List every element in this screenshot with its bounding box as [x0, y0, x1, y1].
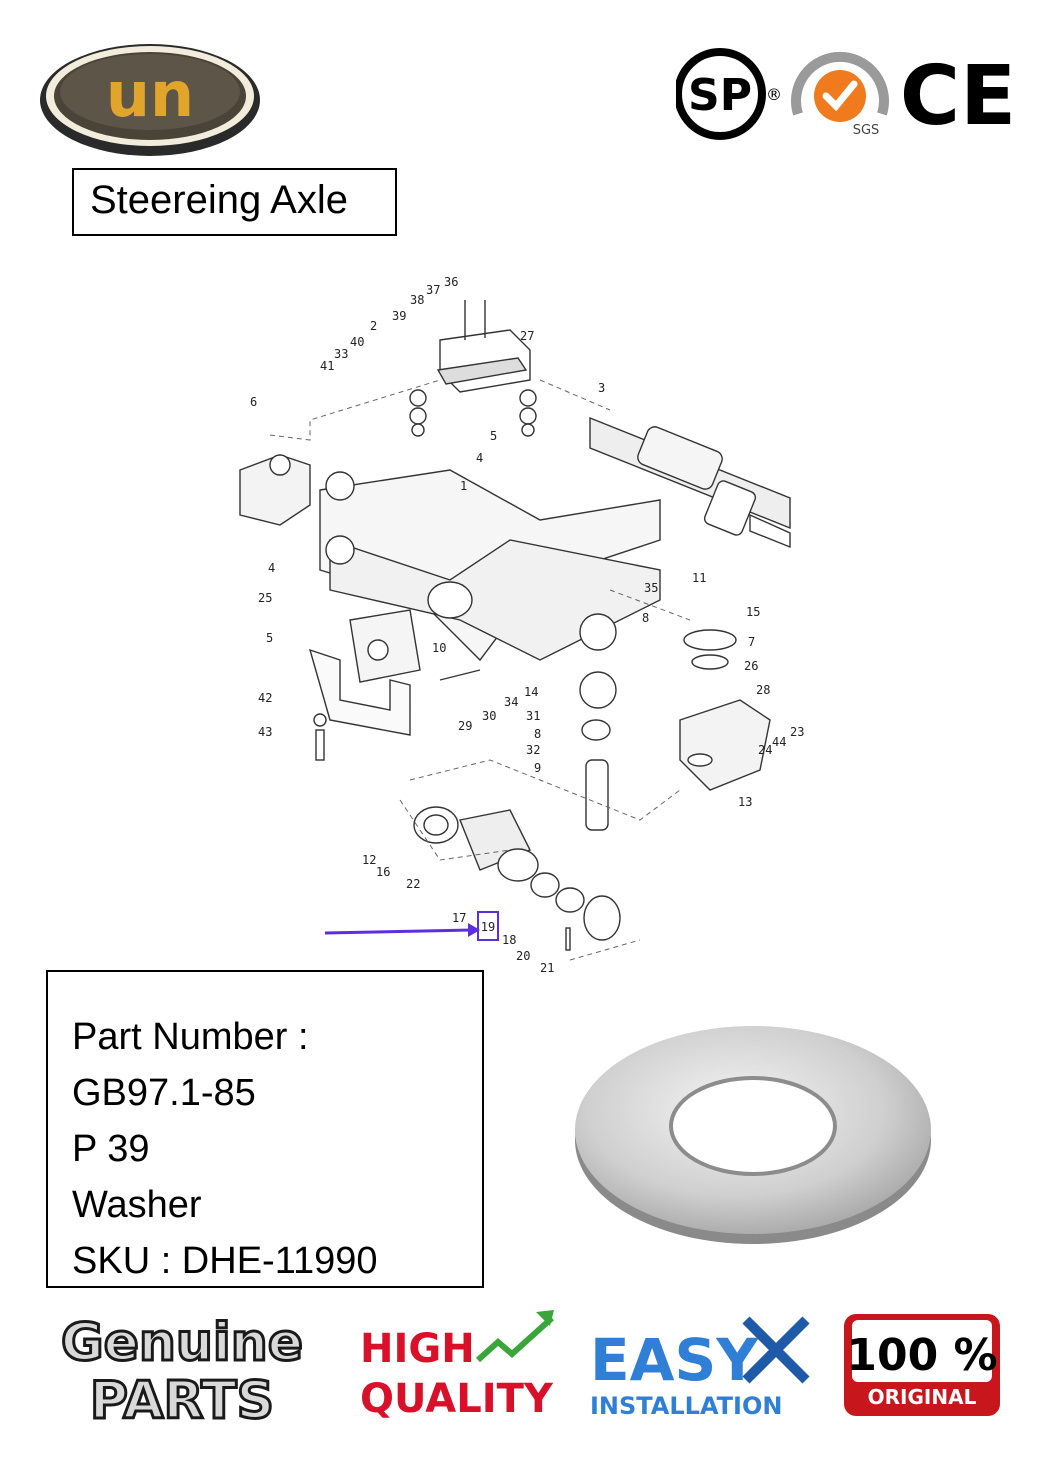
svg-text:26: 26: [744, 659, 758, 673]
svg-text:20: 20: [516, 949, 530, 963]
svg-text:39: 39: [392, 309, 406, 323]
svg-text:43: 43: [258, 725, 272, 739]
callout-arrow: [324, 928, 473, 935]
callout-number: 19: [481, 920, 495, 934]
easy-installation-badge: EASY INSTALLATION: [590, 1316, 810, 1420]
svg-text:16: 16: [376, 865, 390, 879]
svg-text:11: 11: [692, 571, 706, 585]
tools-icon: [742, 1316, 810, 1384]
csa-icon: SP: [676, 48, 766, 140]
logo-text: un: [106, 58, 194, 131]
svg-text:38: 38: [410, 293, 424, 307]
svg-text:17: 17: [452, 911, 466, 925]
svg-text:31: 31: [526, 709, 540, 723]
svg-text:SP: SP: [688, 70, 752, 121]
svg-text:14: 14: [524, 685, 538, 699]
part-info-box: Part Number : GB97.1-85 P 39 Washer SKU …: [46, 970, 484, 1288]
svg-text:28: 28: [756, 683, 770, 697]
certification-marks: SP ® SGS CE: [676, 48, 1012, 144]
svg-text:21: 21: [540, 961, 554, 975]
svg-text:ORIGINAL: ORIGINAL: [868, 1385, 977, 1409]
svg-text:SGS: SGS: [853, 123, 880, 138]
badges-row: Genuine PARTS HIGH QUALITY EASY INSTALLA…: [59, 1310, 1000, 1431]
svg-text:18: 18: [502, 933, 516, 947]
svg-text:8: 8: [534, 727, 541, 741]
trend-arrow-icon: [475, 1315, 555, 1363]
svg-text:PARTS: PARTS: [90, 1371, 274, 1430]
svg-text:25: 25: [258, 591, 272, 605]
part-number: GB97.1-85: [72, 1072, 256, 1114]
svg-text:32: 32: [526, 743, 540, 757]
arrow-head-icon: [468, 923, 480, 937]
svg-text:42: 42: [258, 691, 272, 705]
page-reference: P 39: [72, 1128, 150, 1170]
registered-mark: ®: [766, 85, 782, 104]
title-box: Steereing Axle: [72, 168, 397, 236]
svg-text:30: 30: [482, 709, 496, 723]
svg-text:QUALITY: QUALITY: [360, 1376, 554, 1422]
svg-text:34: 34: [504, 695, 518, 709]
svg-text:9: 9: [534, 761, 541, 775]
svg-text:29: 29: [458, 719, 472, 733]
svg-text:4: 4: [268, 561, 275, 575]
svg-text:40: 40: [350, 335, 364, 349]
svg-text:8: 8: [642, 611, 649, 625]
svg-text:100 %: 100 %: [846, 1330, 997, 1381]
genuine-parts-badge: Genuine PARTS: [59, 1312, 304, 1431]
svg-text:CE: CE: [900, 49, 1012, 144]
svg-text:37: 37: [426, 283, 440, 297]
ce-icon: CE: [900, 49, 1012, 144]
svg-text:EASY: EASY: [590, 1326, 759, 1394]
svg-text:5: 5: [490, 429, 497, 443]
svg-text:INSTALLATION: INSTALLATION: [590, 1392, 782, 1420]
part-number-label: Part Number :: [72, 1016, 309, 1058]
svg-text:4: 4: [476, 451, 483, 465]
original-badge: 100 % ORIGINAL: [844, 1314, 1000, 1416]
high-quality-badge: HIGH QUALITY: [360, 1310, 555, 1422]
svg-text:1: 1: [460, 479, 467, 493]
brand-logo: un: [40, 44, 260, 156]
svg-text:2: 2: [370, 319, 377, 333]
svg-text:6: 6: [250, 395, 257, 409]
washer-image: [575, 1026, 931, 1244]
svg-text:44: 44: [772, 735, 786, 749]
svg-text:41: 41: [320, 359, 334, 373]
svg-text:13: 13: [738, 795, 752, 809]
svg-text:12: 12: [362, 853, 376, 867]
svg-text:23: 23: [790, 725, 804, 739]
svg-text:7: 7: [748, 635, 755, 649]
iso-icon: SGS: [791, 51, 889, 138]
svg-text:Genuine: Genuine: [61, 1313, 303, 1373]
svg-text:22: 22: [406, 877, 420, 891]
svg-text:10: 10: [432, 641, 446, 655]
svg-text:36: 36: [444, 275, 458, 289]
svg-text:5: 5: [266, 631, 273, 645]
svg-text:33: 33: [334, 347, 348, 361]
callout-box: [477, 911, 499, 941]
svg-text:27: 27: [520, 329, 534, 343]
svg-text:3: 3: [598, 381, 605, 395]
svg-text:15: 15: [746, 605, 760, 619]
page-title: Steereing Axle: [90, 178, 348, 222]
svg-text:35: 35: [644, 581, 658, 595]
part-name: Washer: [72, 1184, 202, 1226]
svg-text:HIGH: HIGH: [360, 1326, 475, 1372]
svg-text:24: 24: [758, 743, 772, 757]
sku: SKU : DHE-11990: [72, 1240, 378, 1282]
